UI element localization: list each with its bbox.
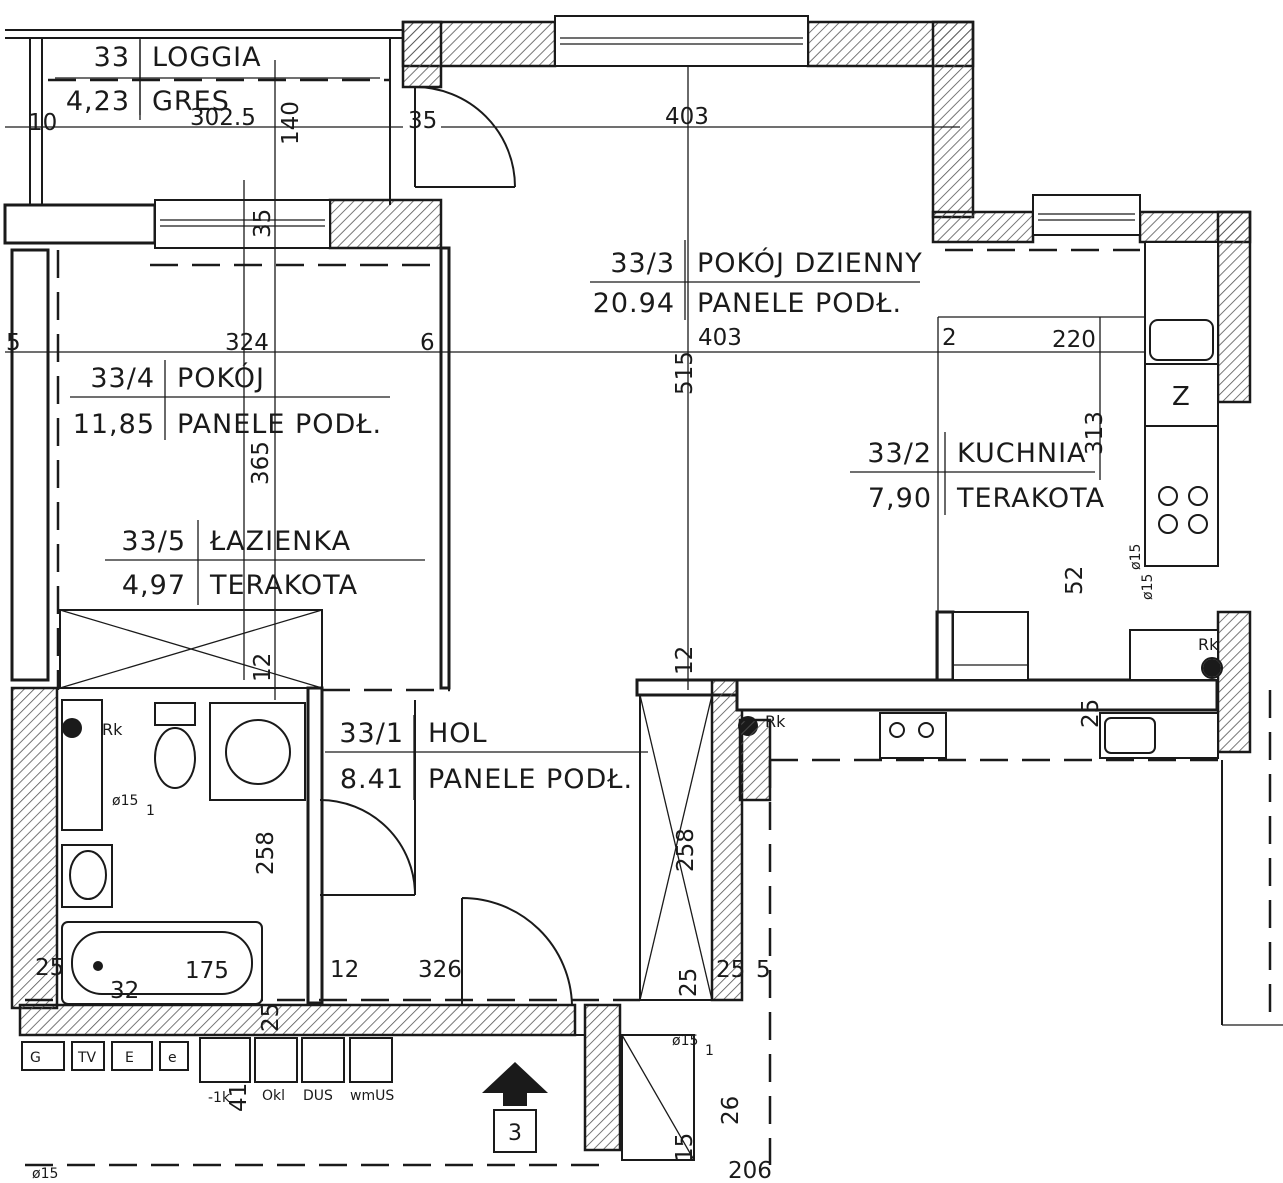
kitchen-floor: TERAKOTA xyxy=(956,483,1105,514)
meter-e2: e xyxy=(168,1050,177,1066)
dim-302-5: 302.5 xyxy=(190,105,256,131)
dim-25e: 25 xyxy=(258,1003,284,1032)
bathroom-floor: TERAKOTA xyxy=(209,570,358,601)
room-living: 33/3 POKÓJ DZIENNY 20.94 PANELE PODŁ. xyxy=(590,240,923,320)
meter-wmus: wmUS xyxy=(350,1088,394,1104)
loggia-area: 4,23 xyxy=(66,86,130,117)
bedroom-name: POKÓJ xyxy=(177,362,265,394)
dim-206: 206 xyxy=(728,1158,772,1183)
risers xyxy=(62,659,1221,802)
dim-365: 365 xyxy=(248,441,274,485)
fridge-z-label: Z xyxy=(1172,382,1190,412)
pipe-phi15-bath: ø15 xyxy=(112,793,138,809)
dim-326: 326 xyxy=(418,957,462,983)
pipe-phi15-k1: ø15 xyxy=(1140,574,1156,600)
rk-label-kitchen: Rk xyxy=(1198,635,1219,654)
dim-403a: 403 xyxy=(665,104,709,130)
dim-2: 2 xyxy=(942,325,957,351)
meter-tv: TV xyxy=(77,1050,97,1066)
bedroom-area: 11,85 xyxy=(73,409,155,440)
meter-okl: Okl xyxy=(262,1088,285,1104)
loggia-name: LOGGIA xyxy=(152,42,262,73)
kitchen-area: 7,90 xyxy=(868,483,932,514)
bottom-left-label: ø15 xyxy=(32,1166,58,1182)
living-name: POKÓJ DZIENNY xyxy=(697,247,923,279)
hall-floor: PANELE PODŁ. xyxy=(428,764,633,795)
kitchen-name: KUCHNIA xyxy=(957,438,1087,469)
meter-dus: DUS xyxy=(303,1088,333,1104)
living-floor: PANELE PODŁ. xyxy=(697,288,902,319)
kitchen-number: 33/2 xyxy=(867,438,932,469)
hall-number: 33/1 xyxy=(339,718,404,749)
entrance-marker xyxy=(482,1062,548,1153)
dim-258a: 258 xyxy=(253,831,279,875)
kitchen-fixtures xyxy=(879,241,1223,759)
dim-175: 175 xyxy=(185,958,229,984)
lower-right xyxy=(768,690,1283,1165)
room-hall: 33/1 HOL 8.41 PANELE PODŁ. xyxy=(325,715,648,800)
loggia-number: 33 xyxy=(94,42,130,73)
bedroom-floor: PANELE PODŁ. xyxy=(177,409,382,440)
pipe-phi15-k2: ø15 xyxy=(1128,544,1144,570)
hall-area: 8.41 xyxy=(340,764,404,795)
room-bathroom: 33/5 ŁAZIENKA 4,97 TERAKOTA xyxy=(105,520,425,605)
bedroom-number: 33/4 xyxy=(90,363,155,394)
dim-324: 324 xyxy=(225,330,269,356)
dim-6: 6 xyxy=(420,330,435,356)
dim-35b: 35 xyxy=(250,209,276,238)
dim-32: 32 xyxy=(110,978,139,1004)
meter-strip xyxy=(20,1034,695,1167)
symbol-labels: Rk Rk Rk Z ø15 1 ø15 ø15 ø15 1 3 G TV E … xyxy=(30,382,1219,1182)
dim-35a: 35 xyxy=(408,108,437,134)
dim-26: 26 xyxy=(718,1096,744,1125)
dim-25c: 25 xyxy=(716,957,745,983)
dimensions: 10 302.5 140 35 403 35 324 6 5 403 2 220… xyxy=(6,101,1108,1183)
dim-258b: 258 xyxy=(673,828,699,872)
entrance-number: 3 xyxy=(508,1121,522,1146)
rk-label-hall: Rk xyxy=(765,712,786,731)
dim-515: 515 xyxy=(672,351,698,395)
dim-5b: 5 xyxy=(756,957,771,983)
dim-12b: 12 xyxy=(250,653,276,682)
meter-g: G xyxy=(30,1050,41,1066)
bathroom-name: ŁAZIENKA xyxy=(209,526,351,557)
dim-140: 140 xyxy=(278,101,304,145)
meter-e: E xyxy=(125,1050,134,1066)
wardrobe xyxy=(639,694,713,1001)
dim-403b: 403 xyxy=(698,325,742,351)
dim-25b: 25 xyxy=(676,968,702,997)
pipe-one-b: 1 xyxy=(705,1043,714,1059)
dim-12c: 12 xyxy=(330,957,359,983)
living-number: 33/3 xyxy=(610,248,675,279)
room-loggia: 33 LOGGIA 4,23 GRES xyxy=(55,40,380,117)
rk-label-bath: Rk xyxy=(102,720,123,739)
pipe-one: 1 xyxy=(146,803,155,819)
reference-lines xyxy=(5,60,1150,700)
bathroom-fixtures xyxy=(59,609,323,1005)
dim-52: 52 xyxy=(1062,566,1088,595)
meter-1k: -1k xyxy=(208,1090,231,1106)
dim-220: 220 xyxy=(1052,327,1096,353)
hall-name: HOL xyxy=(428,718,488,749)
living-area: 20.94 xyxy=(593,288,675,319)
pipe-phi15-shaft: ø15 xyxy=(672,1033,698,1049)
dim-12a: 12 xyxy=(672,646,698,675)
dim-15: 15 xyxy=(672,1133,698,1162)
bathroom-number: 33/5 xyxy=(121,526,186,557)
dim-313: 313 xyxy=(1082,411,1108,455)
windows xyxy=(154,15,1141,249)
bathroom-area: 4,97 xyxy=(122,570,186,601)
loggia-floor: GRES xyxy=(152,86,230,117)
dim-25a: 25 xyxy=(35,955,64,981)
room-bedroom: 33/4 POKÓJ 11,85 PANELE PODŁ. xyxy=(70,360,390,440)
dim-25d: 25 xyxy=(1078,699,1104,728)
dim-10: 10 xyxy=(28,110,57,136)
walls xyxy=(3,20,1252,1152)
room-kitchen: 33/2 KUCHNIA 7,90 TERAKOTA xyxy=(850,432,1105,515)
dim-5: 5 xyxy=(6,330,21,356)
dim-41: 41 xyxy=(226,1083,252,1112)
loggia-area xyxy=(5,29,403,205)
